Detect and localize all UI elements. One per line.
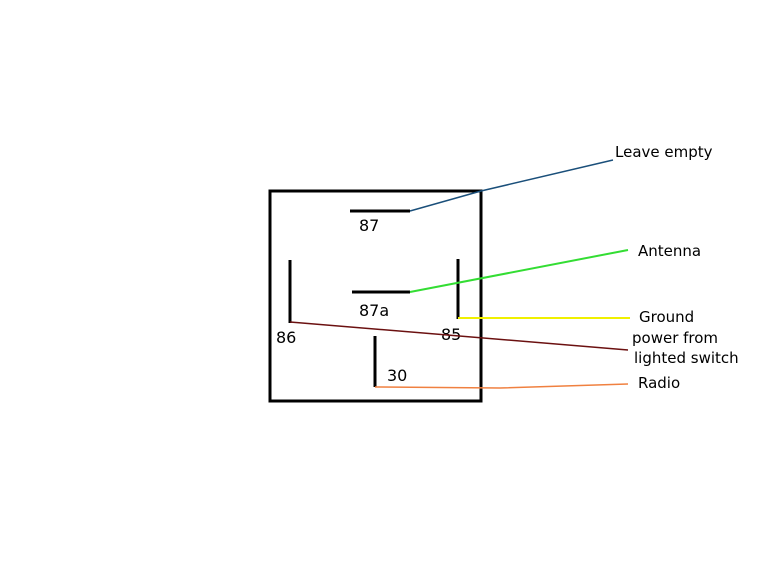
power-wire: [289, 321, 629, 351]
power-label-line-1: power from: [632, 329, 718, 347]
relay-box: [268, 189, 483, 403]
radio-wire: [374, 383, 629, 389]
leave-empty-label: Leave empty: [615, 143, 713, 161]
antenna-wire: [409, 249, 629, 293]
leave-empty-wire: [409, 159, 614, 212]
power-label-line-2: lighted switch: [634, 349, 739, 367]
antenna-label: Antenna: [638, 242, 701, 260]
pin-85-label: 85: [441, 325, 461, 344]
ground-label: Ground: [639, 308, 694, 326]
pin-30-label: 30: [387, 366, 407, 385]
radio-label: Radio: [638, 374, 680, 392]
pin-87a-label: 87a: [359, 301, 389, 320]
pin-86-label: 86: [276, 328, 296, 347]
pin-87-label: 87: [359, 216, 379, 235]
